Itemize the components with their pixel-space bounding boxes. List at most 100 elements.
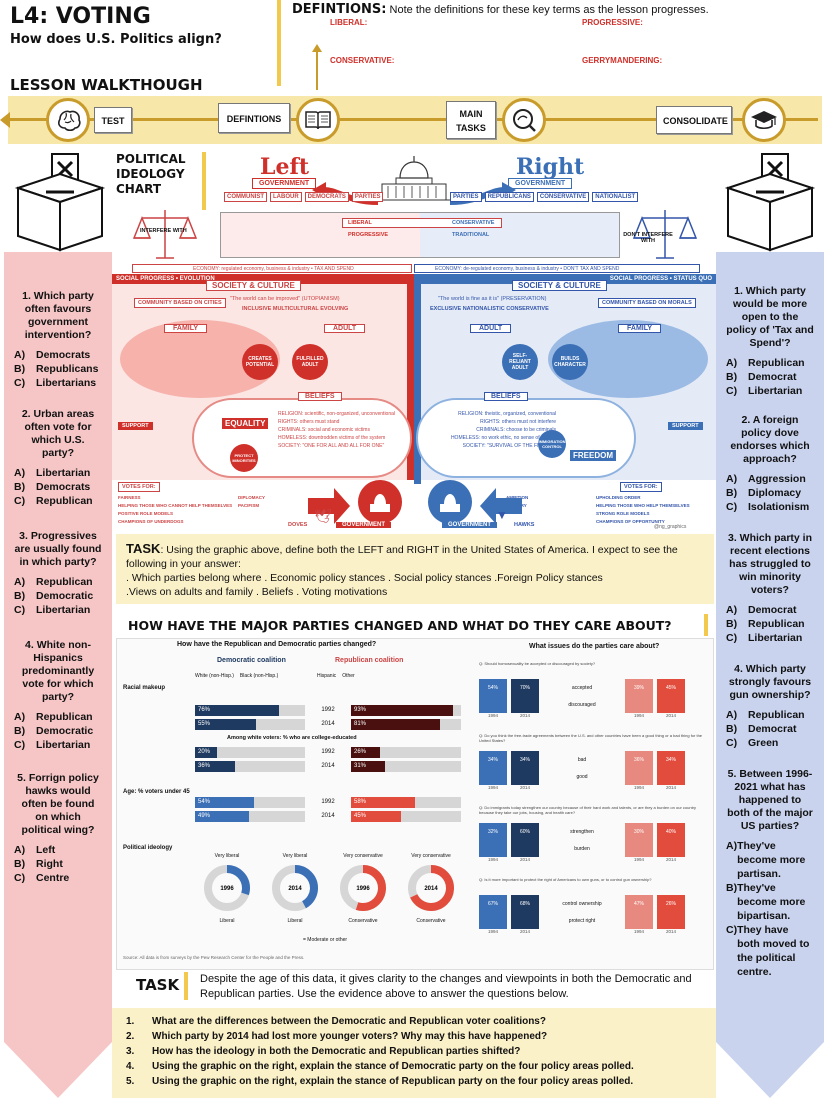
option-letter: B) (726, 487, 738, 499)
question-block: 4. White non-Hispanics predominantly vot… (14, 639, 102, 752)
rep-bar: 81% (351, 719, 461, 730)
answer-option[interactable]: C)Green (726, 736, 814, 750)
world-right: "The world is fine as it is" (PRESERVATI… (438, 296, 547, 302)
option-text: Right (36, 858, 63, 870)
answer-option[interactable]: B)Democrat (726, 722, 814, 736)
chart-title-divider (202, 152, 206, 210)
answer-option[interactable]: B)Republicans (14, 362, 102, 376)
question-text: 3. Progressives are usually found in whi… (14, 530, 102, 568)
answer-option[interactable]: C)Libertarian (726, 631, 814, 645)
answer-option[interactable]: A)Libertarian (14, 466, 102, 480)
option-text: Democratic (36, 725, 94, 737)
answer-option[interactable]: A)Republican (726, 708, 814, 722)
option-text: Democrats (36, 481, 91, 493)
issue-value: 68% (519, 901, 530, 907)
left-questions: 1. Which party often favours government … (8, 290, 108, 885)
answer-option[interactable]: B) Democratic (14, 724, 102, 738)
question-text: 2. A foreign policy dove endorses which … (730, 414, 810, 465)
answer-option[interactable]: A)Aggression (726, 472, 814, 486)
answer-option[interactable]: A)Democrat (726, 603, 814, 617)
answer-option[interactable]: C)Libertarians (14, 376, 102, 390)
answer-option[interactable]: C)Libertarian (726, 384, 814, 398)
graduation-cap-icon[interactable] (742, 98, 786, 142)
government-left-badge: GOVERNMENT (336, 522, 392, 528)
answer-option[interactable]: A)They've become more partisan. (726, 839, 814, 881)
list-item: HOMELESS: downtrodden victims of the sys… (278, 435, 386, 441)
hawk-icon: ▼ (496, 508, 508, 522)
pew-source: Source: All data is from surveys by the … (123, 955, 305, 960)
option-text: Republican (748, 709, 805, 721)
answer-option[interactable]: B)Diplomacy (726, 486, 814, 500)
option-text: Democrat (748, 604, 797, 616)
beliefs-right-list: RELIGION: theistic, organized, conventio… (426, 410, 556, 450)
dove-icon: 🕊 (314, 508, 332, 524)
term-liberal: LIBERAL: (330, 18, 368, 27)
magnifier-icon[interactable] (502, 98, 546, 142)
answer-option[interactable]: B)Democratic (14, 589, 102, 603)
answer-option[interactable]: A)Republican (14, 575, 102, 589)
rep-legend: Hispanic Other (317, 673, 355, 679)
moderate-legend: = Moderate or other (303, 937, 348, 943)
brain-icon[interactable] (46, 98, 90, 142)
task2-bar (184, 972, 188, 1000)
donut-top-label: Very liberal (282, 853, 308, 859)
option-text: Libertarian (748, 632, 803, 644)
dem-bar-fill: 36% (195, 761, 235, 772)
answer-option[interactable]: A)Democrats (14, 348, 102, 362)
progressive-label: PROGRESSIVE (348, 232, 389, 238)
task-question-number: 5. (126, 1076, 135, 1087)
answer-option[interactable]: B)They've become more bipartisan. (726, 881, 814, 923)
donut-label: Conservative (348, 918, 378, 924)
world-left: "The world can be improved" (UTOPIANISM) (230, 296, 340, 302)
answer-option[interactable]: B)Democrats (14, 480, 102, 494)
social-right: SOCIAL PROGRESS • STATUS QUO (414, 274, 716, 284)
answer-option[interactable]: C)Libertarian (14, 738, 102, 752)
answer-option[interactable]: B)Republican (726, 617, 814, 631)
answer-option[interactable]: A)Republican (14, 710, 102, 724)
answer-option[interactable]: A)Left (14, 843, 102, 857)
answer-option[interactable]: C)Republican (14, 494, 102, 508)
issue-block: Q: Do immigrants today strengthen our co… (479, 805, 709, 877)
step-main-tasks[interactable]: MAIN TASKS (446, 101, 496, 139)
donut-label: Liberal (287, 918, 303, 924)
task-question-number: 4. (126, 1061, 135, 1072)
answer-option[interactable]: C)They have both moved to the political … (726, 923, 814, 979)
answer-option[interactable]: A)Republican (726, 356, 814, 370)
party-pill: REPUBLICANS (484, 192, 534, 202)
dont-interfere-label: DON'T INTERFERE WITH (623, 232, 673, 244)
list-item: HELPING THOSE WHO CANNOT HELP THEMSELVES (118, 503, 233, 508)
issue-bar: 47% (625, 895, 653, 929)
donut-top-label: Very conservative (411, 853, 451, 859)
issue-bar: 70% (511, 679, 539, 713)
book-icon[interactable] (296, 98, 340, 142)
step-test[interactable]: TEST (94, 107, 132, 133)
issue-value: 39% (633, 685, 644, 691)
step-definitions[interactable]: DEFINTIONS (218, 103, 290, 133)
question-block: 3. Which party in recent elections has s… (726, 532, 814, 645)
option-letter: B) (14, 725, 26, 737)
spacer (543, 857, 621, 862)
issue-answer-a: bad (577, 756, 587, 763)
donut-year: 2014 (424, 886, 438, 892)
answer-option[interactable]: C)Isolationism (726, 500, 814, 514)
answer-option[interactable]: B)Right (14, 857, 102, 871)
option-letter: C) (726, 501, 738, 513)
issue-value: 47% (633, 901, 644, 907)
issue-year: 1994 (633, 929, 644, 934)
step-consolidate[interactable]: CONSOLIDATE (656, 106, 732, 134)
page-title: L4: VOTING (10, 4, 151, 29)
option-letter: C) (14, 604, 26, 616)
option-text: They've become more bipartisan. (737, 882, 806, 922)
answer-option[interactable]: C)Libertarian (14, 603, 102, 617)
issue-bar: 68% (511, 895, 539, 929)
issue-value: 30% (633, 829, 644, 835)
dem-bar: 36% (195, 761, 305, 772)
donut-year: 1996 (220, 886, 234, 892)
task-question: 3.How has the ideology in both the Democ… (126, 1044, 706, 1059)
answer-option[interactable]: C)Centre (14, 871, 102, 885)
definitions-header: DEFINTIONS: Note the definitions for the… (292, 2, 709, 17)
answer-option[interactable]: B)Democrat (726, 370, 814, 384)
option-text: Democrat (748, 371, 797, 383)
